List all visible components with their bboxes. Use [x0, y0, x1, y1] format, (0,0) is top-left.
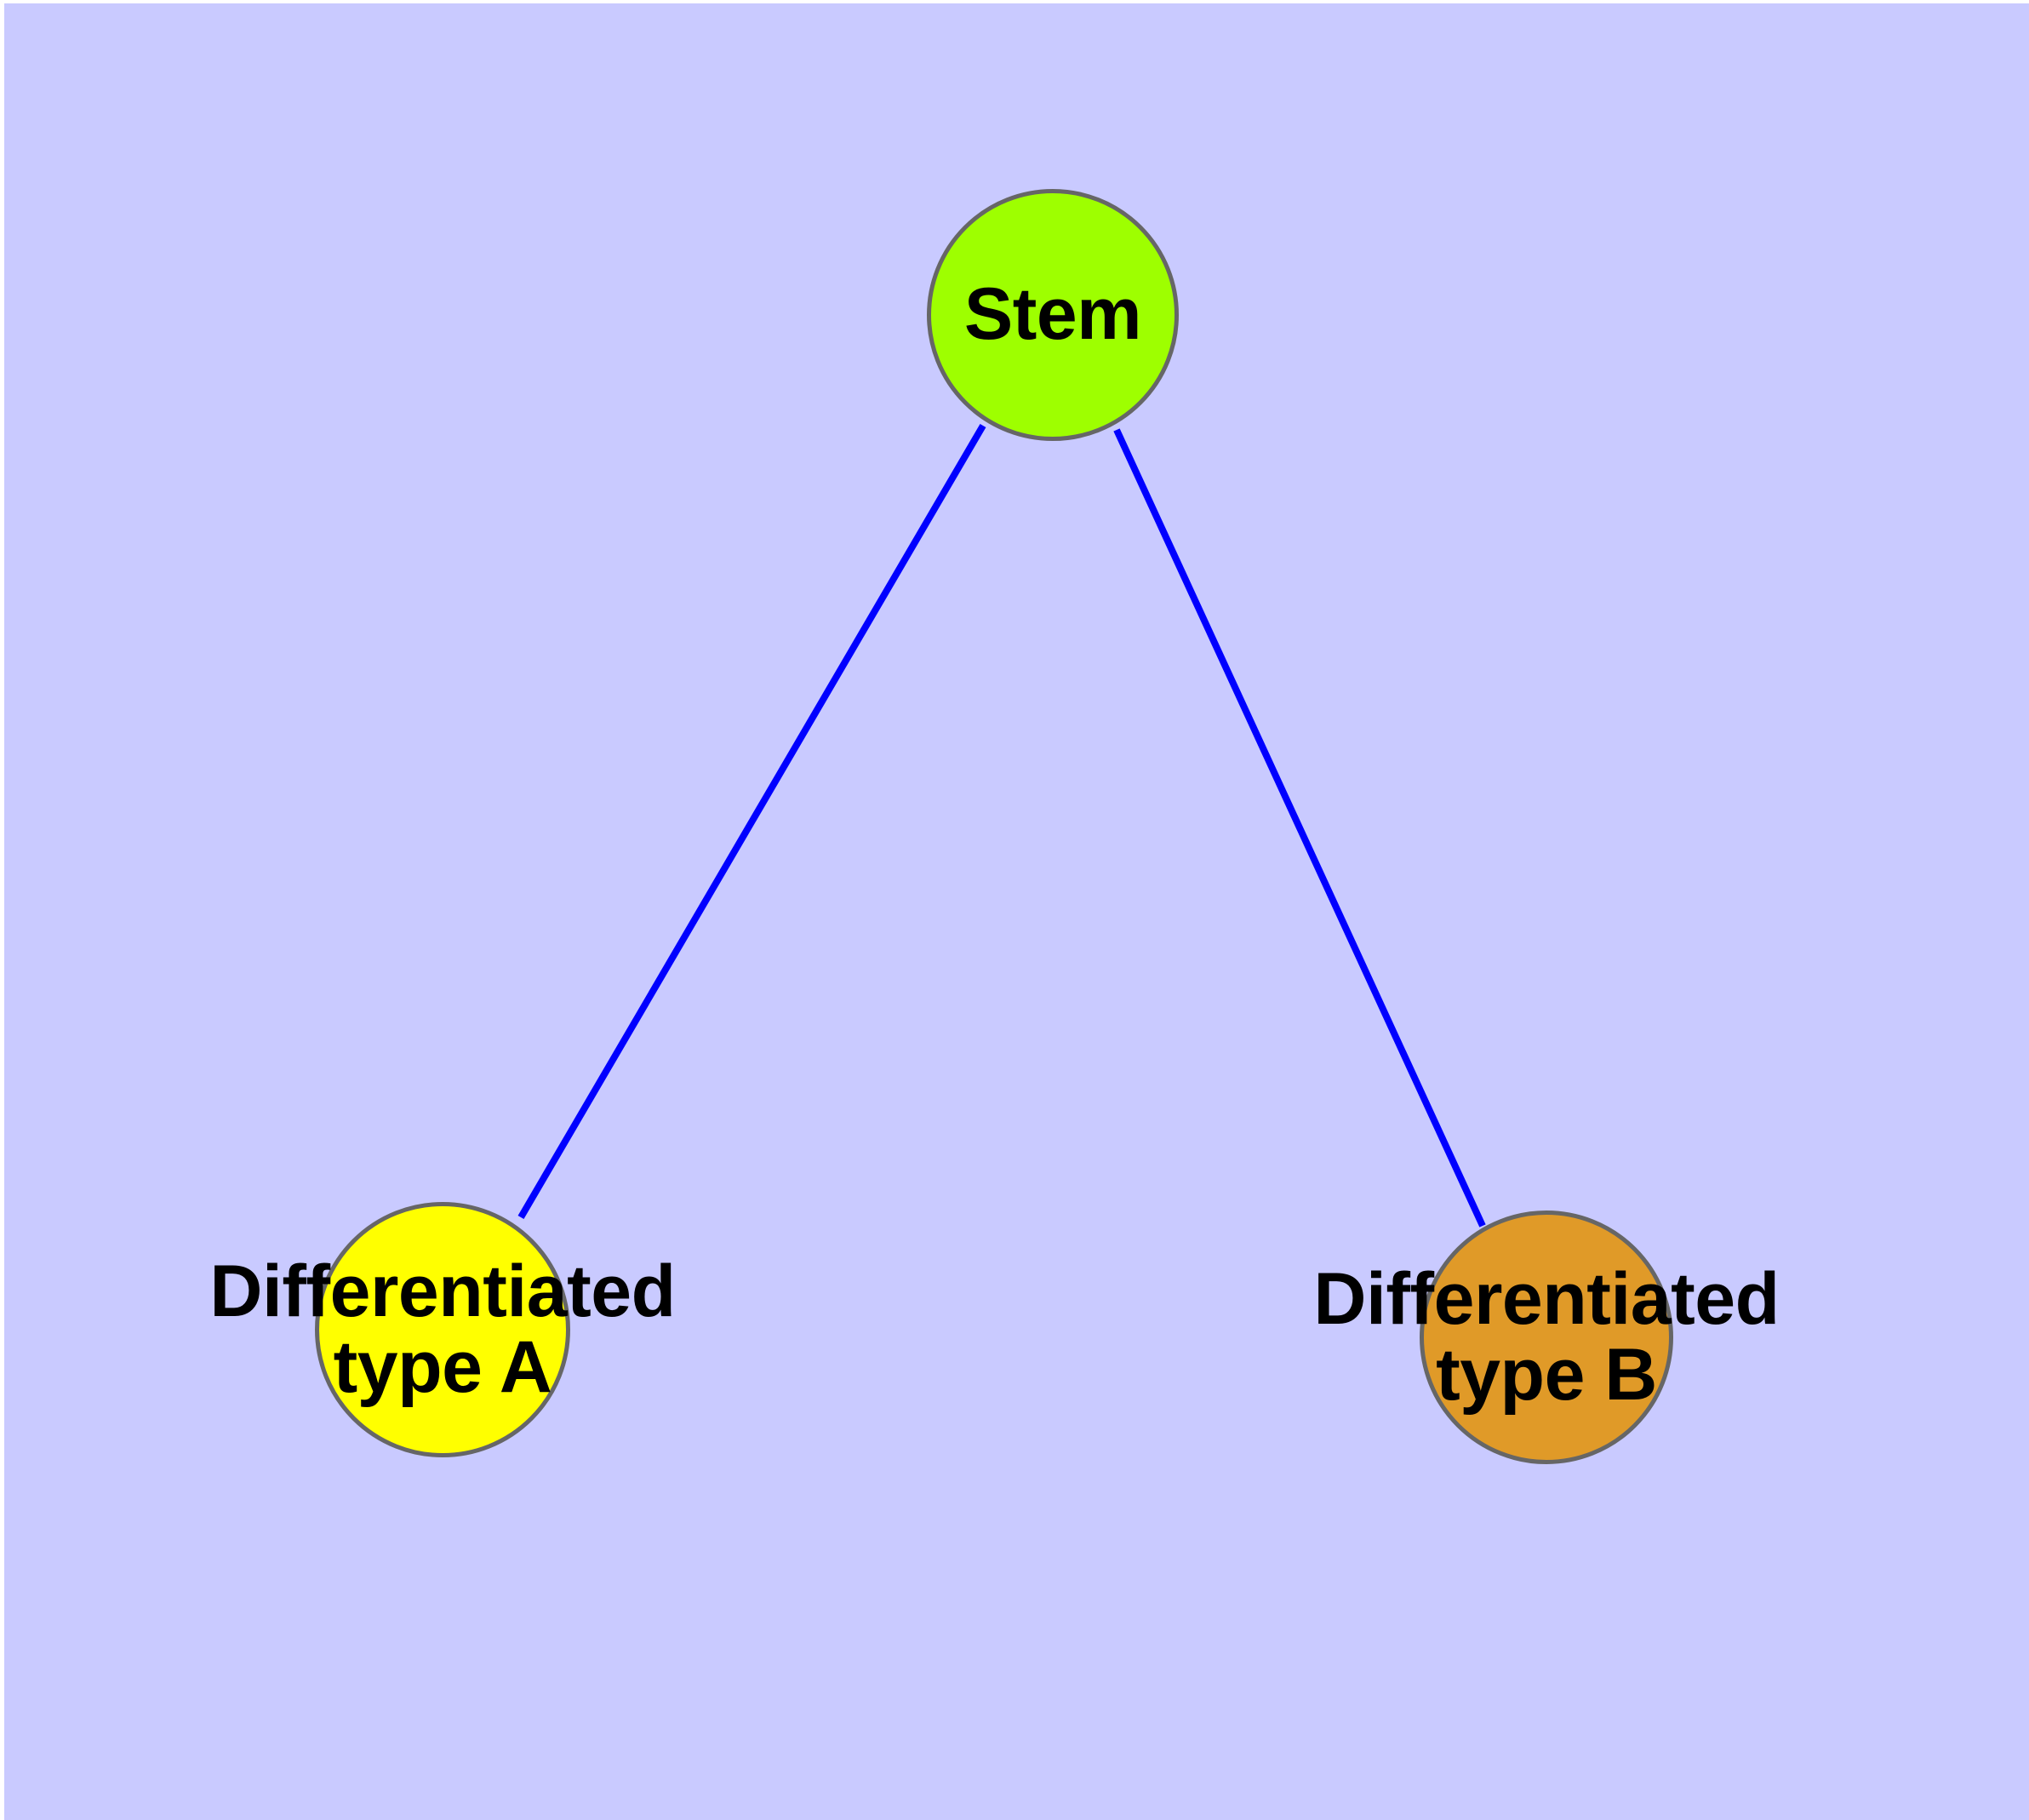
node-stem[interactable]	[927, 189, 1179, 441]
edge-stem-to-differentiated-type-b	[1113, 428, 1486, 1228]
edge-stem-to-differentiated-type-a	[517, 423, 986, 1220]
node-differentiated-type-b[interactable]	[1420, 1210, 1673, 1464]
node-differentiated-type-a[interactable]	[315, 1202, 570, 1457]
